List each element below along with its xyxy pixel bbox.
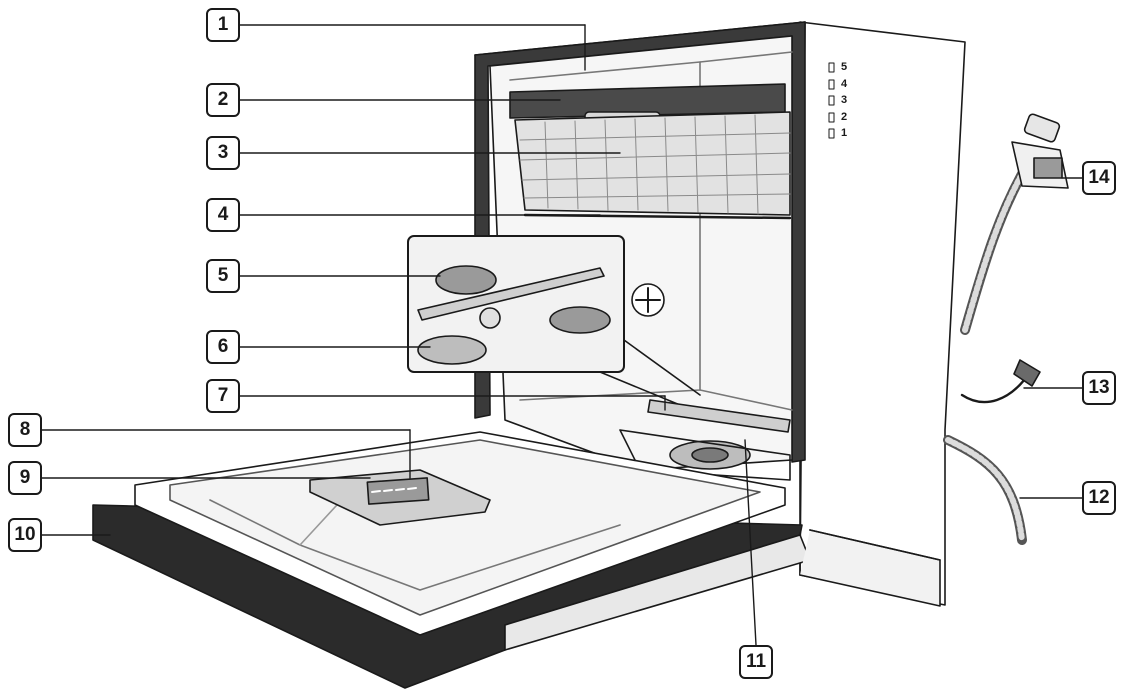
callout-9: 9 <box>8 461 42 495</box>
callout-3: 3 <box>206 136 240 170</box>
callout-1: 1 <box>206 8 240 42</box>
callout-8: 8 <box>8 413 42 447</box>
level-mark-2: 2 <box>841 111 849 123</box>
callout-2: 2 <box>206 83 240 117</box>
callout-4: 4 <box>206 198 240 232</box>
tub-back-wall <box>509 61 701 401</box>
level-mark-1: 1 <box>841 127 849 139</box>
cabinet-side-panel <box>799 21 966 606</box>
callout-12: 12 <box>1082 481 1116 515</box>
power-cord <box>960 373 1030 404</box>
callout-7: 7 <box>206 379 240 413</box>
level-mark-5: 5 <box>841 61 849 73</box>
callout-6: 6 <box>206 330 240 364</box>
upper-basket <box>514 111 791 216</box>
callout-14: 14 <box>1082 161 1116 195</box>
callout-5: 5 <box>206 259 240 293</box>
level-mark-4: 4 <box>841 78 849 90</box>
callout-10: 10 <box>8 518 42 552</box>
callout-11: 11 <box>739 645 773 679</box>
lower-spray-arm <box>647 399 791 433</box>
callout-13: 13 <box>1082 371 1116 405</box>
level-mark-3: 3 <box>841 94 849 106</box>
